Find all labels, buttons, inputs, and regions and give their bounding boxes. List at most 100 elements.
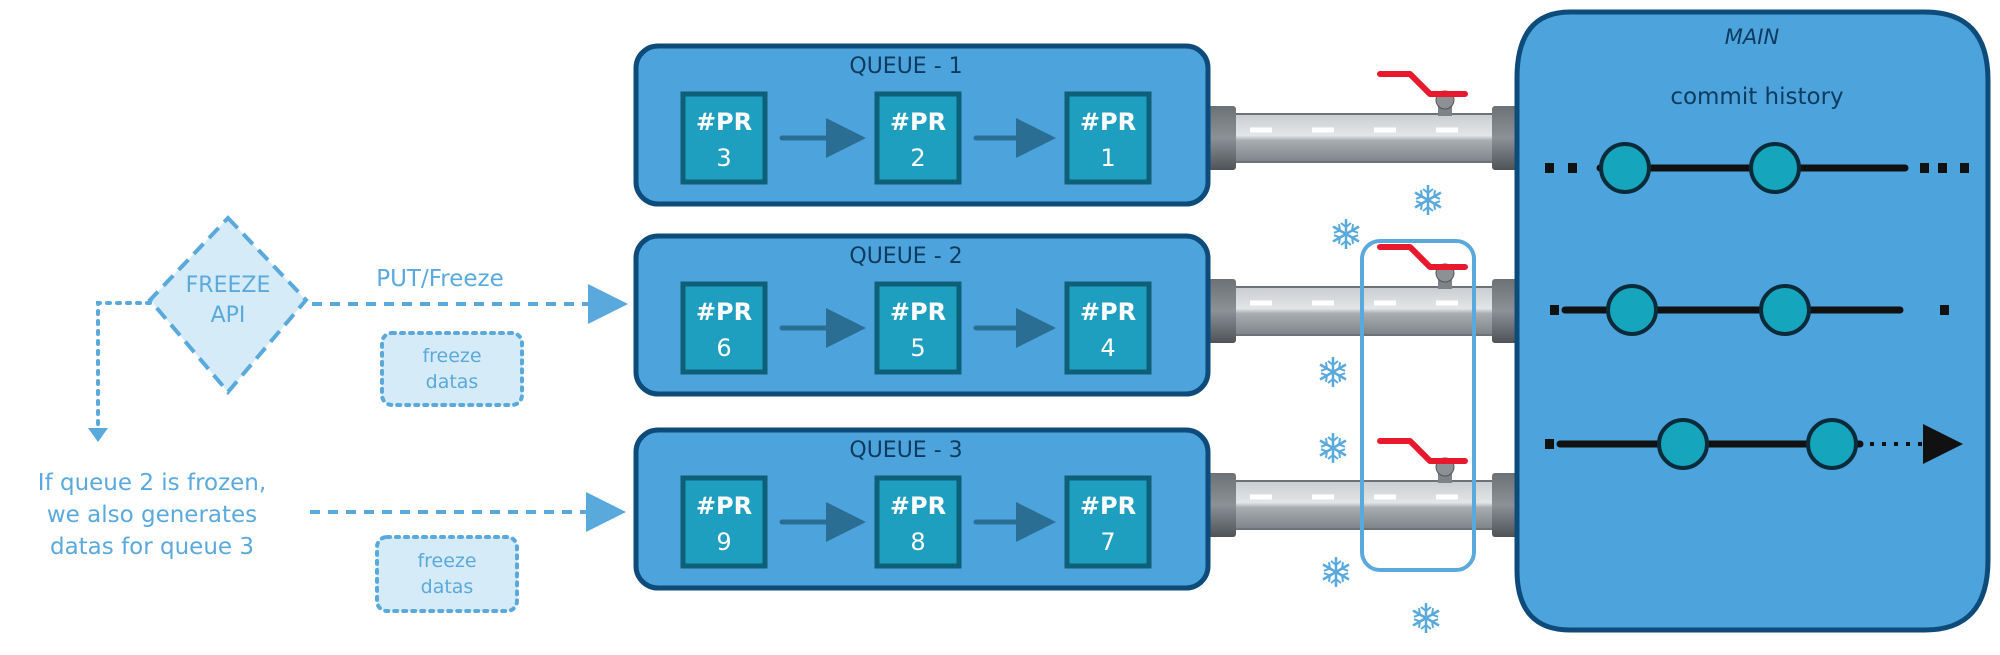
freeze-datas-note-1-line1: freeze [422, 345, 481, 367]
pr-card-box [874, 475, 962, 569]
pr-card-box [680, 475, 768, 569]
freeze-datas-note-1-line2: datas [426, 371, 479, 393]
pr-card: #PR 4 [1064, 281, 1152, 375]
condition-line-2: we also generates [47, 502, 257, 528]
condition-line-3: datas for queue 3 [50, 534, 254, 560]
queue-title: QUEUE - 2 [849, 244, 962, 269]
pr-label: #PR [1080, 492, 1136, 520]
pr-card-box [1064, 281, 1152, 375]
commit-dot [1938, 163, 1947, 173]
pr-card: #PR 6 [680, 281, 768, 375]
pr-number: 1 [1100, 144, 1115, 172]
pr-card-box [1064, 91, 1152, 185]
valve-handle [1377, 71, 1468, 97]
pipe-body [1209, 480, 1501, 530]
pr-card: #PR 9 [680, 475, 768, 569]
pr-label: #PR [1080, 108, 1136, 136]
pr-number: 9 [716, 528, 731, 556]
pipe-right-fitting [1492, 473, 1518, 537]
pr-card: #PR 5 [874, 281, 962, 375]
commit-history [1545, 142, 1969, 470]
commit-dot [1545, 163, 1554, 173]
commit-dot [1960, 163, 1969, 173]
commit-dot [1940, 305, 1949, 315]
pr-number: 4 [1100, 334, 1115, 362]
freeze-api-diamond [147, 215, 309, 396]
pipe-body [1209, 113, 1501, 163]
commit-node [1606, 284, 1658, 336]
commit-node [1759, 284, 1811, 336]
pr-label: #PR [696, 492, 752, 520]
pr-card-box [1064, 475, 1152, 569]
freeze-datas-note-1: freeze datas [380, 331, 524, 407]
condition-line-1: If queue 2 is frozen, [38, 470, 266, 496]
freeze-datas-note-2-line2: datas [421, 576, 474, 598]
valve-handle [1377, 244, 1468, 270]
snowflakes [1319, 185, 1442, 633]
pr-card-box [680, 281, 768, 375]
commit-lane-1 [1545, 142, 1969, 194]
commit-lane-2 [1550, 284, 1949, 336]
pr-card: #PR2 [874, 91, 962, 185]
queue-3: QUEUE - 3 #PR 9 #PR 8 #PR 7 [633, 427, 1211, 591]
pipe-left-fitting [1208, 279, 1236, 343]
pr-number: 8 [910, 528, 925, 556]
commit-node [1749, 142, 1801, 194]
freeze-datas-note-2-line1: freeze [417, 550, 476, 572]
pr-number: 5 [910, 334, 925, 362]
pr-card: #PR 1 [1064, 91, 1152, 185]
pipe-body [1209, 286, 1501, 336]
pr-card-box [874, 281, 962, 375]
put-freeze-label: PUT/Freeze [376, 266, 504, 292]
commit-node [1657, 418, 1709, 470]
pr-card: #PR 8 [874, 475, 962, 569]
snowflake-icon [1322, 557, 1350, 587]
freeze-api-node: FREEZE API [147, 215, 309, 396]
main-title: MAIN [1725, 25, 1780, 49]
pipe-right-fitting [1492, 106, 1518, 170]
pr-number: 6 [716, 334, 731, 362]
queue-2: QUEUE - 2 #PR 6 #PR 5 #PR 4 [633, 233, 1211, 397]
pr-label: #PR [696, 298, 752, 326]
dotted-connector [96, 301, 152, 437]
snowflake-icon [1332, 219, 1360, 249]
commit-dot [1550, 305, 1559, 315]
queue-3-condition-text: If queue 2 is frozen, we also generates … [38, 470, 266, 560]
snowflake-icon [1412, 603, 1440, 633]
pr-number: 7 [1100, 528, 1115, 556]
queue-1: QUEUE - 1 #PR 3 #PR2 #PR 1 [633, 43, 1211, 207]
pr-card-box [874, 91, 962, 185]
pipes [1208, 71, 1518, 537]
pipe-right-fitting [1492, 279, 1518, 343]
freeze-datas-note-2: freeze datas [375, 535, 519, 613]
commit-dot [1545, 439, 1554, 449]
pr-card-box [680, 91, 768, 185]
pipe-1 [1208, 71, 1518, 170]
pr-label: #PR [890, 492, 946, 520]
pr-label: #PR [890, 298, 946, 326]
pr-label: #PR [1080, 298, 1136, 326]
commit-node [1599, 142, 1651, 194]
pr-number: 3 [716, 144, 731, 172]
snowflake-icon [1319, 433, 1347, 463]
main-branch: MAIN commit history [1514, 9, 1991, 633]
freeze-api-label-1: FREEZE [186, 273, 271, 298]
dotted-connector-arrowhead [88, 428, 108, 442]
commit-dot [1920, 163, 1929, 173]
valve-handle [1377, 438, 1468, 464]
commit-lane-3 [1545, 418, 1963, 470]
main-subtitle: commit history [1670, 84, 1843, 110]
pipe-3 [1208, 438, 1518, 537]
queue-title: QUEUE - 1 [849, 54, 962, 79]
pipe-2 [1208, 244, 1518, 343]
snowflake-icon [1319, 357, 1347, 387]
pr-number: 2 [910, 144, 925, 172]
pr-card: #PR 7 [1064, 475, 1152, 569]
frozen-valve-highlight [1360, 239, 1476, 572]
freeze-api-label-2: API [211, 303, 246, 328]
commit-node [1806, 418, 1858, 470]
pipe-left-fitting [1208, 473, 1236, 537]
queue-title: QUEUE - 3 [849, 438, 962, 463]
